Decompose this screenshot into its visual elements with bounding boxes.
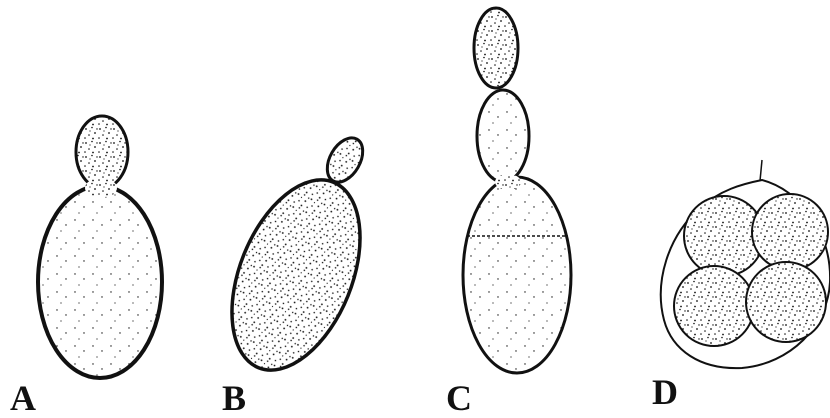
panel-c-label: C [446,378,472,418]
panel-c-illustration [463,8,571,373]
panel-a-bud [76,116,128,188]
panel-d-ascus-tip [760,160,762,181]
panel-d-spore-bottom-left [674,266,754,346]
panel-b-illustration [207,132,386,389]
panel-a-neck [85,178,117,198]
panel-a-mother-cell [38,186,162,378]
panel-c-mother-cell [463,177,571,373]
panel-d-label: D [652,372,678,412]
panel-d-spore-bottom-right [746,262,826,342]
panel-b-mother-cell [207,161,386,388]
panel-d-illustration [661,160,830,368]
panel-c-top-cell [474,8,518,88]
panel-c-neck [495,174,521,190]
panel-c-middle-cell [477,90,529,182]
panel-d-spore-top-right [752,194,828,270]
panel-a-label: A [10,378,36,418]
panel-a-illustration [38,116,162,378]
panel-b-label: B [222,378,246,418]
